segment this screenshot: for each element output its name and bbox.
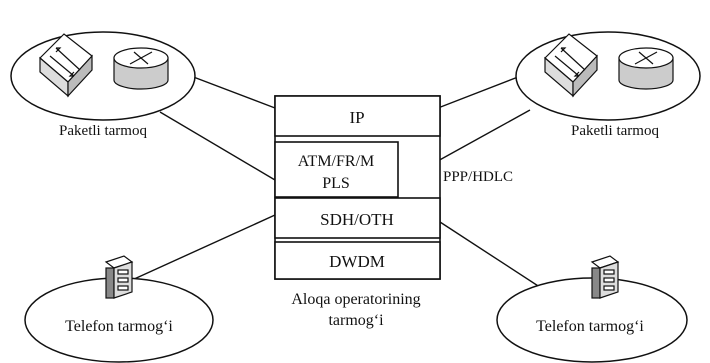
switch-icon (544, 33, 598, 98)
ppp-hdlc-label: PPP/HDLC (443, 169, 513, 185)
link-bottom-right-to-sdh (439, 221, 553, 296)
layer-sdh-label: SDH/OTH (320, 210, 394, 229)
router-icon (618, 47, 674, 90)
layer-atm-label: ATM/FR/M (298, 153, 374, 170)
router-icon (113, 47, 169, 90)
layer-ip (274, 95, 441, 137)
telephone-network-left-label: Telefon tarmog‘i (65, 318, 173, 335)
telephone-exchange-icon (104, 255, 134, 299)
protocol-stack (274, 95, 441, 280)
link-bottom-left-to-sdh (131, 214, 276, 281)
switch-icon (39, 33, 93, 98)
telephone-exchange-icon (590, 255, 620, 299)
link-top-left-to-atm (159, 111, 276, 181)
packet-network-right-label: Paketli tarmoq (571, 123, 659, 139)
layer-sdh (274, 197, 441, 239)
layer-ip-label: IP (349, 108, 364, 127)
layer-dwdm (274, 241, 441, 280)
operator-network-caption-line1: Aloqa operatorining (291, 291, 420, 308)
network-clouds (10, 31, 701, 363)
operator-network-caption-line2: tarmog‘i (328, 312, 384, 329)
layer-atm (274, 141, 399, 198)
packet-network-left-label: Paketli tarmoq (59, 123, 147, 139)
telephone-network-right-label: Telefon tarmog‘i (536, 318, 644, 335)
layer-dwdm-label: DWDM (329, 252, 385, 271)
layer-pls-label: PLS (322, 175, 350, 192)
